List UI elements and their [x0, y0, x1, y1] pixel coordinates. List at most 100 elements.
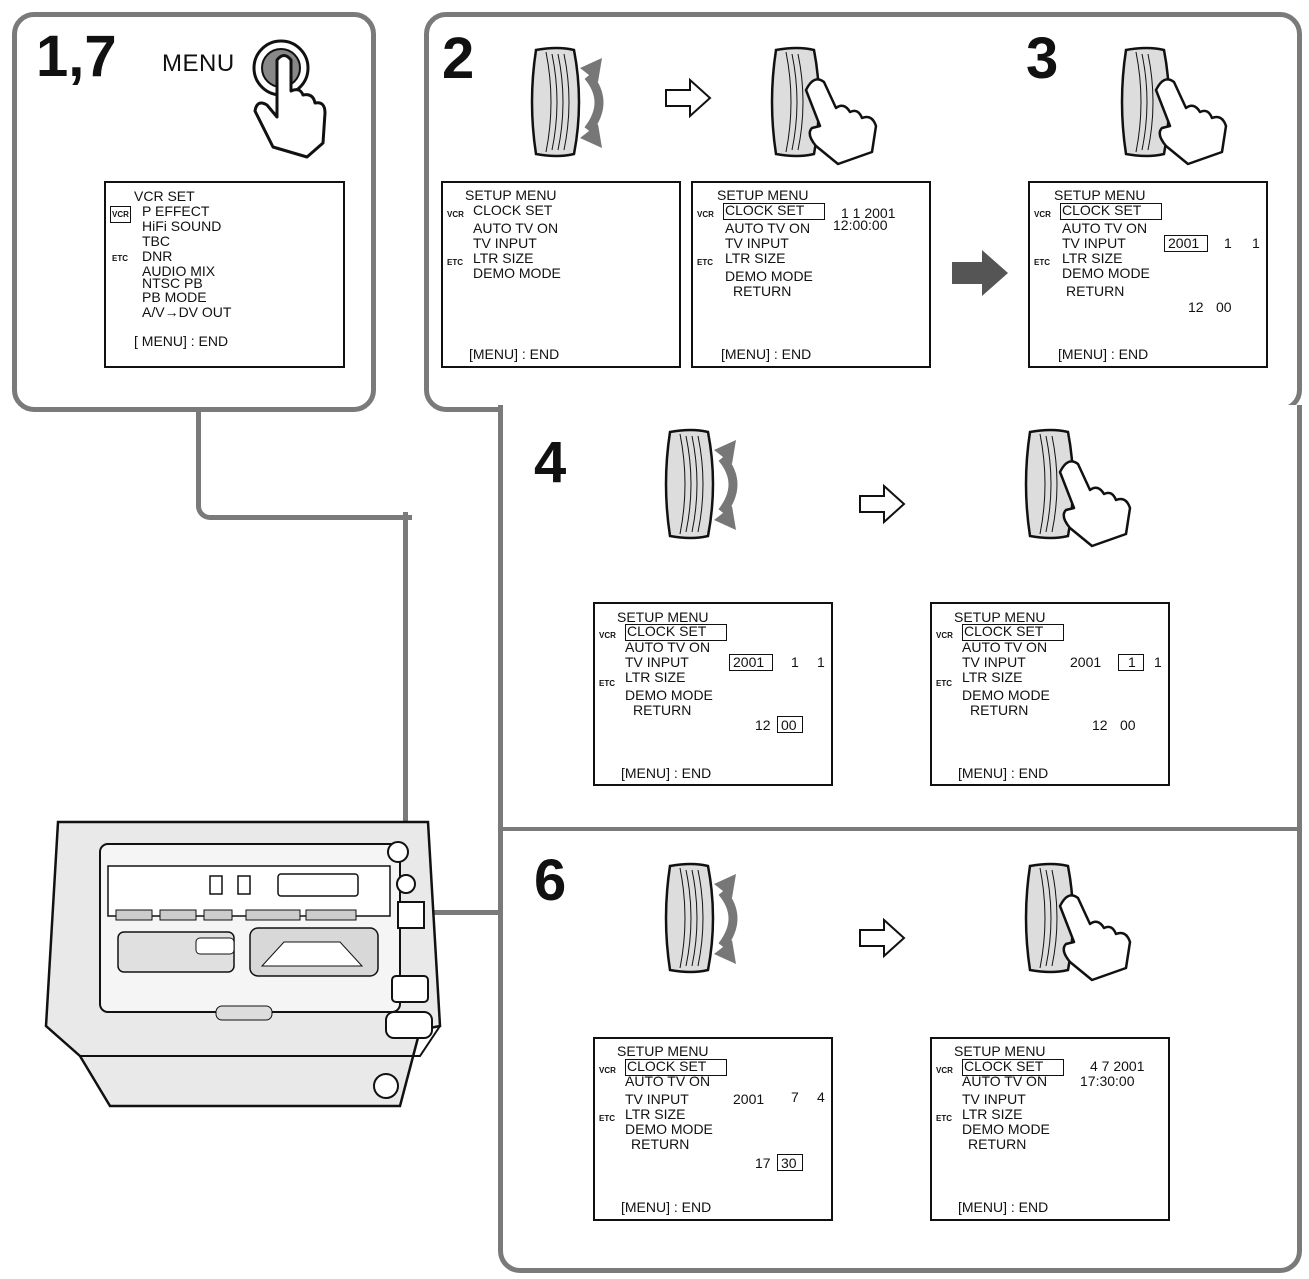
jog-dial-icon[interactable]: [662, 424, 762, 544]
menu-item-clock-set[interactable]: CLOCK SET: [964, 1058, 1044, 1074]
menu-item-auto-tv-on[interactable]: AUTO TV ON: [473, 220, 559, 236]
vcr-item-ntsc-pb[interactable]: NTSC PB: [142, 275, 203, 291]
menu-item-auto-tv-on[interactable]: AUTO TV ON: [725, 220, 811, 236]
vcr-tab-icon: VCR: [936, 631, 953, 640]
menu-item-clock-set[interactable]: CLOCK SET: [627, 1058, 707, 1074]
year-value[interactable]: 2001: [733, 1091, 765, 1107]
next-step-arrow-icon: [859, 483, 906, 525]
minute-highlight: [777, 716, 803, 733]
menu-footer: [MENU] : END: [1058, 346, 1149, 362]
setup-title: SETUP MENU: [954, 1043, 1046, 1059]
press-hand-icon[interactable]: [1024, 858, 1136, 983]
menu-item-auto-tv-on[interactable]: AUTO TV ON: [962, 1073, 1048, 1089]
connector-line-menu: [196, 410, 412, 520]
etc-tab-icon: ETC: [936, 679, 952, 688]
menu-item-auto-tv-on[interactable]: AUTO TV ON: [1062, 220, 1148, 236]
vcr-tab-icon: VCR: [110, 206, 131, 223]
hour-value[interactable]: 12: [1188, 299, 1204, 315]
menu-item-clock-set[interactable]: CLOCK SET: [627, 623, 707, 639]
minute-value[interactable]: 00: [781, 717, 797, 733]
day-value[interactable]: 4: [817, 1089, 825, 1105]
menu-item-ltr-size[interactable]: LTR SIZE: [962, 1106, 1023, 1122]
menu-button-icon[interactable]: [245, 35, 340, 165]
menu-item-ltr-size[interactable]: LTR SIZE: [725, 250, 786, 266]
vcr-item-pb-mode[interactable]: PB MODE: [142, 289, 207, 305]
menu-item-ltr-size[interactable]: LTR SIZE: [625, 669, 686, 685]
day-value[interactable]: 1: [1154, 654, 1162, 670]
menu-item-demo-mode[interactable]: DEMO MODE: [473, 265, 561, 281]
vcr-item-hifi-sound[interactable]: HiFi SOUND: [142, 218, 222, 234]
menu-item-tv-input[interactable]: TV INPUT: [962, 654, 1026, 670]
press-hand-icon[interactable]: [1120, 42, 1232, 167]
month-value[interactable]: 1: [1224, 235, 1232, 251]
menu-footer: [MENU] : END: [721, 346, 812, 362]
clock-set-highlight: [962, 624, 1064, 641]
setup-screen-4b: SETUP MENU VCR ETC CLOCK SET AUTO TV ON …: [930, 602, 1170, 786]
menu-item-return[interactable]: RETURN: [733, 283, 792, 299]
menu-footer: [MENU] : END: [469, 346, 560, 362]
month-value[interactable]: 1: [791, 654, 799, 670]
menu-item-tv-input[interactable]: TV INPUT: [473, 235, 537, 251]
year-value[interactable]: 2001: [733, 654, 765, 670]
jog-dial-icon[interactable]: [662, 858, 762, 978]
day-value[interactable]: 1: [1252, 235, 1260, 251]
vcr-set-title: VCR SET: [134, 188, 195, 204]
vcr-set-screen: VCR SET VCR ETC P EFFECT HiFi SOUND TBC …: [104, 181, 345, 368]
year-value[interactable]: 2001: [1070, 654, 1102, 670]
menu-item-return[interactable]: RETURN: [1066, 283, 1125, 299]
clock-set-highlight: [1060, 203, 1162, 220]
menu-item-ltr-size[interactable]: LTR SIZE: [625, 1106, 686, 1122]
menu-item-return[interactable]: RETURN: [970, 702, 1029, 718]
etc-tab-icon: ETC: [936, 1114, 952, 1123]
menu-item-demo-mode[interactable]: DEMO MODE: [625, 1121, 713, 1137]
clock-time: 17:30:00: [1080, 1073, 1135, 1089]
month-value[interactable]: 1: [1128, 654, 1136, 670]
menu-item-tv-input[interactable]: TV INPUT: [625, 1091, 689, 1107]
menu-item-tv-input[interactable]: TV INPUT: [725, 235, 789, 251]
menu-item-clock-set[interactable]: CLOCK SET: [1062, 202, 1142, 218]
menu-item-tv-input[interactable]: TV INPUT: [962, 1091, 1026, 1107]
vcr-item-audio-mix[interactable]: AUDIO MIX: [142, 263, 216, 279]
menu-item-auto-tv-on[interactable]: AUTO TV ON: [625, 639, 711, 655]
setup-screen-2a: SETUP MENU VCR ETC CLOCK SET AUTO TV ON …: [441, 181, 681, 368]
menu-item-clock-set[interactable]: CLOCK SET: [473, 202, 553, 218]
vcr-item-dnr[interactable]: DNR: [142, 248, 173, 264]
press-hand-icon[interactable]: [770, 42, 882, 167]
menu-item-demo-mode[interactable]: DEMO MODE: [725, 268, 813, 284]
menu-item-ltr-size[interactable]: LTR SIZE: [1062, 250, 1123, 266]
jog-dial-icon[interactable]: [528, 42, 628, 162]
menu-item-demo-mode[interactable]: DEMO MODE: [962, 687, 1050, 703]
day-value[interactable]: 1: [817, 654, 825, 670]
step-label-2: 2: [442, 26, 475, 91]
vcr-item-tbc[interactable]: TBC: [142, 233, 170, 249]
year-value[interactable]: 2001: [1168, 235, 1200, 251]
menu-item-clock-set[interactable]: CLOCK SET: [964, 623, 1044, 639]
menu-item-demo-mode[interactable]: DEMO MODE: [1062, 265, 1150, 281]
menu-item-tv-input[interactable]: TV INPUT: [1062, 235, 1126, 251]
next-step-arrow-icon: [952, 250, 1008, 296]
month-value[interactable]: 7: [791, 1089, 799, 1105]
hour-value[interactable]: 17: [755, 1155, 771, 1171]
vcr-item-av-dv-out[interactable]: A/V→DV OUT: [142, 304, 232, 320]
clock-date: 1 1 2001: [841, 205, 896, 221]
menu-item-return[interactable]: RETURN: [968, 1136, 1027, 1152]
hour-value[interactable]: 12: [1092, 717, 1108, 733]
menu-item-return[interactable]: RETURN: [633, 702, 692, 718]
menu-item-demo-mode[interactable]: DEMO MODE: [962, 1121, 1050, 1137]
press-hand-icon[interactable]: [1024, 424, 1136, 549]
minute-value[interactable]: 00: [1216, 299, 1232, 315]
hour-value[interactable]: 12: [755, 717, 771, 733]
menu-item-auto-tv-on[interactable]: AUTO TV ON: [962, 639, 1048, 655]
menu-item-ltr-size[interactable]: LTR SIZE: [473, 250, 534, 266]
vcr-item-p-effect[interactable]: P EFFECT: [142, 203, 210, 219]
menu-item-return[interactable]: RETURN: [631, 1136, 690, 1152]
menu-item-clock-set[interactable]: CLOCK SET: [725, 202, 805, 218]
etc-tab-icon: ETC: [599, 679, 615, 688]
minute-value[interactable]: 30: [781, 1155, 797, 1171]
menu-item-auto-tv-on[interactable]: AUTO TV ON: [625, 1073, 711, 1089]
menu-item-demo-mode[interactable]: DEMO MODE: [625, 687, 713, 703]
minute-value[interactable]: 00: [1120, 717, 1136, 733]
menu-item-ltr-size[interactable]: LTR SIZE: [962, 669, 1023, 685]
menu-item-tv-input[interactable]: TV INPUT: [625, 654, 689, 670]
clock-set-highlight: [625, 1059, 727, 1076]
